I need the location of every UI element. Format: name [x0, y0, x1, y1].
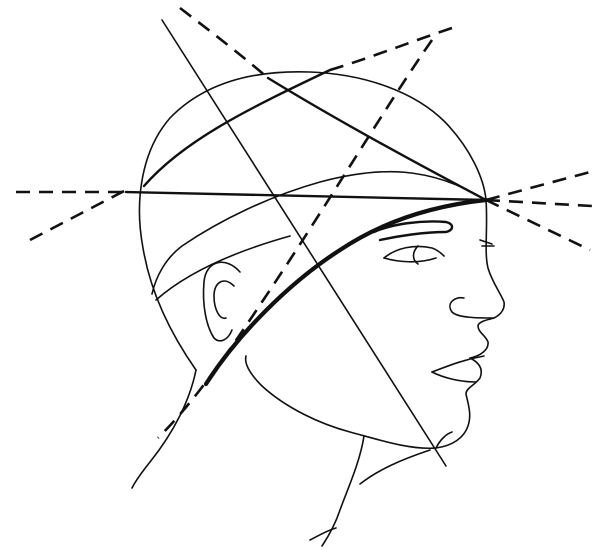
- crown-diagonal: [268, 78, 486, 200]
- neck-throat: [360, 450, 430, 484]
- side-cap-curve: [156, 236, 290, 300]
- head-outline: [132, 72, 504, 546]
- nostril: [450, 298, 494, 318]
- ear-inner: [214, 281, 234, 318]
- long-diagonal-line: [162, 20, 446, 466]
- neck-base: [310, 528, 336, 540]
- crown-arc: [144, 70, 330, 186]
- lower-lip: [432, 372, 476, 382]
- dashed-right-lower: [486, 200, 590, 250]
- dashed-top-arc: [330, 28, 452, 70]
- eye-lower: [384, 258, 436, 262]
- dashed-right-middle: [486, 200, 592, 206]
- dashed-diagonal-left: [30, 190, 126, 240]
- dashed-top-left: [180, 8, 268, 78]
- parting-curve: [206, 200, 486, 384]
- neck-back: [132, 370, 196, 488]
- horizontal-guide-line: [126, 192, 486, 200]
- neck-front: [322, 436, 364, 546]
- section-curves: [152, 172, 486, 300]
- dashed-right-upper: [486, 172, 590, 200]
- upper-lip: [432, 356, 484, 372]
- ear-outer: [203, 262, 240, 341]
